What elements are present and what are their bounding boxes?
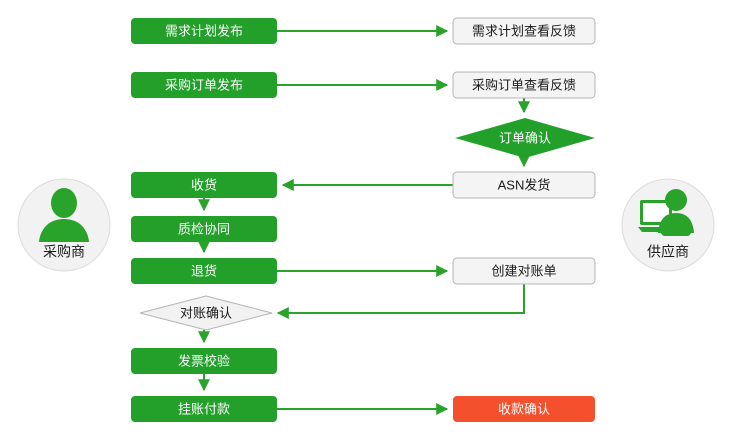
node-purchase-order-publish[interactable]: 采购订单发布 (131, 72, 277, 98)
node-shape-demand-plan-publish (131, 18, 277, 44)
node-shape-demand-plan-view-feedback (452, 17, 596, 45)
actor-buyer-label: 采购商 (43, 244, 85, 260)
actor-supplier[interactable]: 供应商 (621, 178, 715, 272)
node-shape-reconciliation-confirm (139, 295, 273, 331)
actor-supplier-label: 供应商 (647, 244, 689, 260)
node-demand-plan-view-feedback[interactable]: 需求计划查看反馈 (452, 17, 596, 45)
node-payable-payment[interactable]: 挂账付款 (131, 396, 277, 422)
person-icon (39, 188, 89, 242)
node-label-demand-plan-view-feedback: 需求计划查看反馈 (472, 23, 576, 38)
node-label-asn-shipment: ASN发货 (498, 177, 551, 192)
node-label-payment-receipt-confirm: 收款确认 (498, 401, 550, 416)
node-invoice-verification[interactable]: 发票校验 (131, 348, 277, 374)
node-shape-order-confirm (455, 118, 595, 158)
node-payment-receipt-confirm[interactable]: 收款确认 (453, 396, 595, 422)
node-shape-goods-receipt (131, 172, 277, 198)
person-at-computer-icon (638, 189, 694, 236)
node-label-quality-inspection-collab: 质检协同 (178, 221, 230, 236)
node-shape-payable-payment (131, 396, 277, 422)
node-label-payable-payment: 挂账付款 (178, 401, 230, 416)
node-shape-create-reconciliation-sheet (452, 257, 596, 285)
actor-buyer[interactable]: 采购商 (17, 178, 111, 272)
conn-sheet-to-reconcile (276, 284, 525, 319)
node-quality-inspection-collab[interactable]: 质检协同 (131, 216, 277, 242)
connectors-layer (198, 25, 530, 415)
node-shape-payment-receipt-confirm (453, 396, 595, 422)
node-order-confirm[interactable]: 订单确认 (455, 118, 595, 158)
node-label-order-confirm: 订单确认 (499, 130, 551, 145)
node-purchase-order-view-feedback[interactable]: 采购订单查看反馈 (452, 71, 596, 99)
node-asn-shipment[interactable]: ASN发货 (452, 171, 596, 199)
node-label-invoice-verification: 发票校验 (178, 353, 230, 368)
node-shape-purchase-order-publish (131, 72, 277, 98)
node-label-purchase-order-view-feedback: 采购订单查看反馈 (472, 77, 576, 92)
node-demand-plan-publish[interactable]: 需求计划发布 (131, 18, 277, 44)
node-goods-receipt[interactable]: 收货 (131, 172, 277, 198)
node-shape-invoice-verification (131, 348, 277, 374)
node-label-purchase-order-publish: 采购订单发布 (165, 77, 243, 92)
node-reconciliation-confirm[interactable]: 对账确认 (139, 295, 273, 331)
node-shape-quality-inspection-collab (131, 216, 277, 242)
node-shape-purchase-order-view-feedback (452, 71, 596, 99)
node-return-goods[interactable]: 退货 (131, 258, 277, 284)
node-shape-return-goods (131, 258, 277, 284)
node-label-goods-receipt: 收货 (191, 177, 217, 192)
node-shape-asn-shipment (452, 171, 596, 199)
node-create-reconciliation-sheet[interactable]: 创建对账单 (452, 257, 596, 285)
node-label-create-reconciliation-sheet: 创建对账单 (491, 263, 556, 278)
node-label-reconciliation-confirm: 对账确认 (180, 305, 232, 320)
node-label-demand-plan-publish: 需求计划发布 (165, 23, 243, 38)
node-label-return-goods: 退货 (191, 263, 217, 278)
